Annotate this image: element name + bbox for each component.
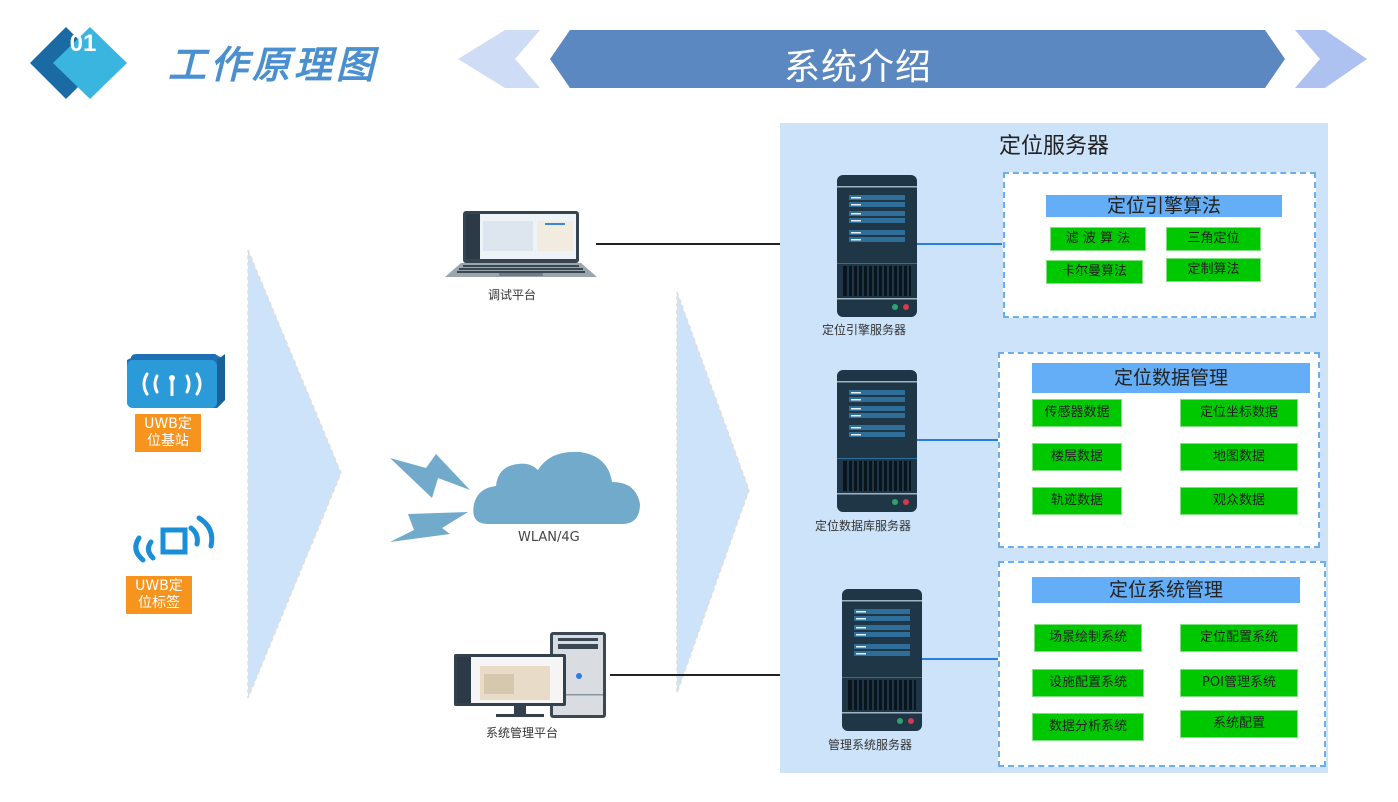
label-line: 位基站 bbox=[147, 433, 189, 449]
database-connector bbox=[917, 439, 999, 441]
data-audience: 观众数据 bbox=[1180, 487, 1298, 515]
banner-right-chevron bbox=[1295, 30, 1367, 88]
cloud-label: WLAN/4G bbox=[518, 530, 580, 545]
data-management-title: 定位数据管理 bbox=[1032, 363, 1310, 393]
banner-main-bar bbox=[550, 30, 1285, 88]
flow-chevron-middle bbox=[676, 291, 750, 694]
laptop-icon bbox=[445, 211, 597, 277]
banner-title: 系统介绍 bbox=[783, 47, 932, 88]
management-connector bbox=[922, 658, 1000, 660]
engine-connector bbox=[917, 243, 1002, 245]
arrow-debug-to-engine bbox=[596, 239, 808, 247]
data-floor: 楼层数据 bbox=[1032, 443, 1122, 471]
arrow-admin-to-mgmt bbox=[610, 670, 800, 678]
section-number: 01 bbox=[69, 30, 97, 57]
data-map: 地图数据 bbox=[1180, 443, 1298, 471]
uwb-base-station-label: UWB定 位基站 bbox=[135, 414, 201, 452]
section-title: 工作原理图 bbox=[168, 42, 379, 87]
data-trajectory: 轨迹数据 bbox=[1032, 487, 1122, 515]
database-server-icon bbox=[837, 370, 917, 512]
debug-platform-label: 调试平台 bbox=[488, 288, 537, 302]
label-line: 位标签 bbox=[138, 595, 180, 611]
algo-custom: 定制算法 bbox=[1166, 258, 1261, 282]
system-management-title: 定位系统管理 bbox=[1032, 577, 1300, 603]
system-settings: 系统配置 bbox=[1180, 710, 1298, 738]
uwb-base-station-icon bbox=[127, 354, 225, 408]
management-server-icon bbox=[842, 589, 922, 731]
banner-left-chevron bbox=[458, 30, 540, 88]
data-coordinates: 定位坐标数据 bbox=[1180, 399, 1298, 427]
uwb-tag-label: UWB定 位标签 bbox=[126, 576, 192, 614]
uwb-tag-icon bbox=[133, 515, 215, 563]
flow-chevron-left bbox=[247, 249, 342, 699]
cloud-icon bbox=[473, 451, 640, 524]
system-poi-management: POI管理系统 bbox=[1180, 669, 1298, 697]
management-server-caption: 管理系统服务器 bbox=[828, 738, 913, 752]
label-line: UWB定 bbox=[144, 416, 192, 432]
title-banner bbox=[458, 30, 1367, 88]
database-server-caption: 定位数据库服务器 bbox=[815, 519, 912, 533]
engine-server-caption: 定位引擎服务器 bbox=[822, 323, 907, 337]
algo-filter: 滤 波 算 法 bbox=[1050, 227, 1146, 251]
engine-algorithm-title: 定位引擎算法 bbox=[1046, 195, 1282, 217]
algo-kalman: 卡尔曼算法 bbox=[1046, 260, 1143, 284]
system-facility-config: 设施配置系统 bbox=[1032, 669, 1144, 697]
label-line: UWB定 bbox=[135, 578, 183, 594]
positioning-server-title: 定位服务器 bbox=[998, 134, 1109, 159]
section-number-badge bbox=[30, 27, 127, 99]
engine-server-icon bbox=[837, 175, 917, 317]
system-data-analysis: 数据分析系统 bbox=[1032, 713, 1144, 741]
algo-trilateration: 三角定位 bbox=[1166, 227, 1261, 251]
data-sensor: 传感器数据 bbox=[1032, 399, 1122, 427]
admin-platform-label: 系统管理平台 bbox=[486, 726, 559, 740]
lightning-icon bbox=[390, 454, 470, 542]
badge-diamond-light bbox=[53, 27, 127, 99]
system-scene-drawing: 场景绘制系统 bbox=[1034, 624, 1142, 652]
system-positioning-config: 定位配置系统 bbox=[1180, 624, 1298, 652]
desktop-computer-icon bbox=[454, 632, 606, 718]
